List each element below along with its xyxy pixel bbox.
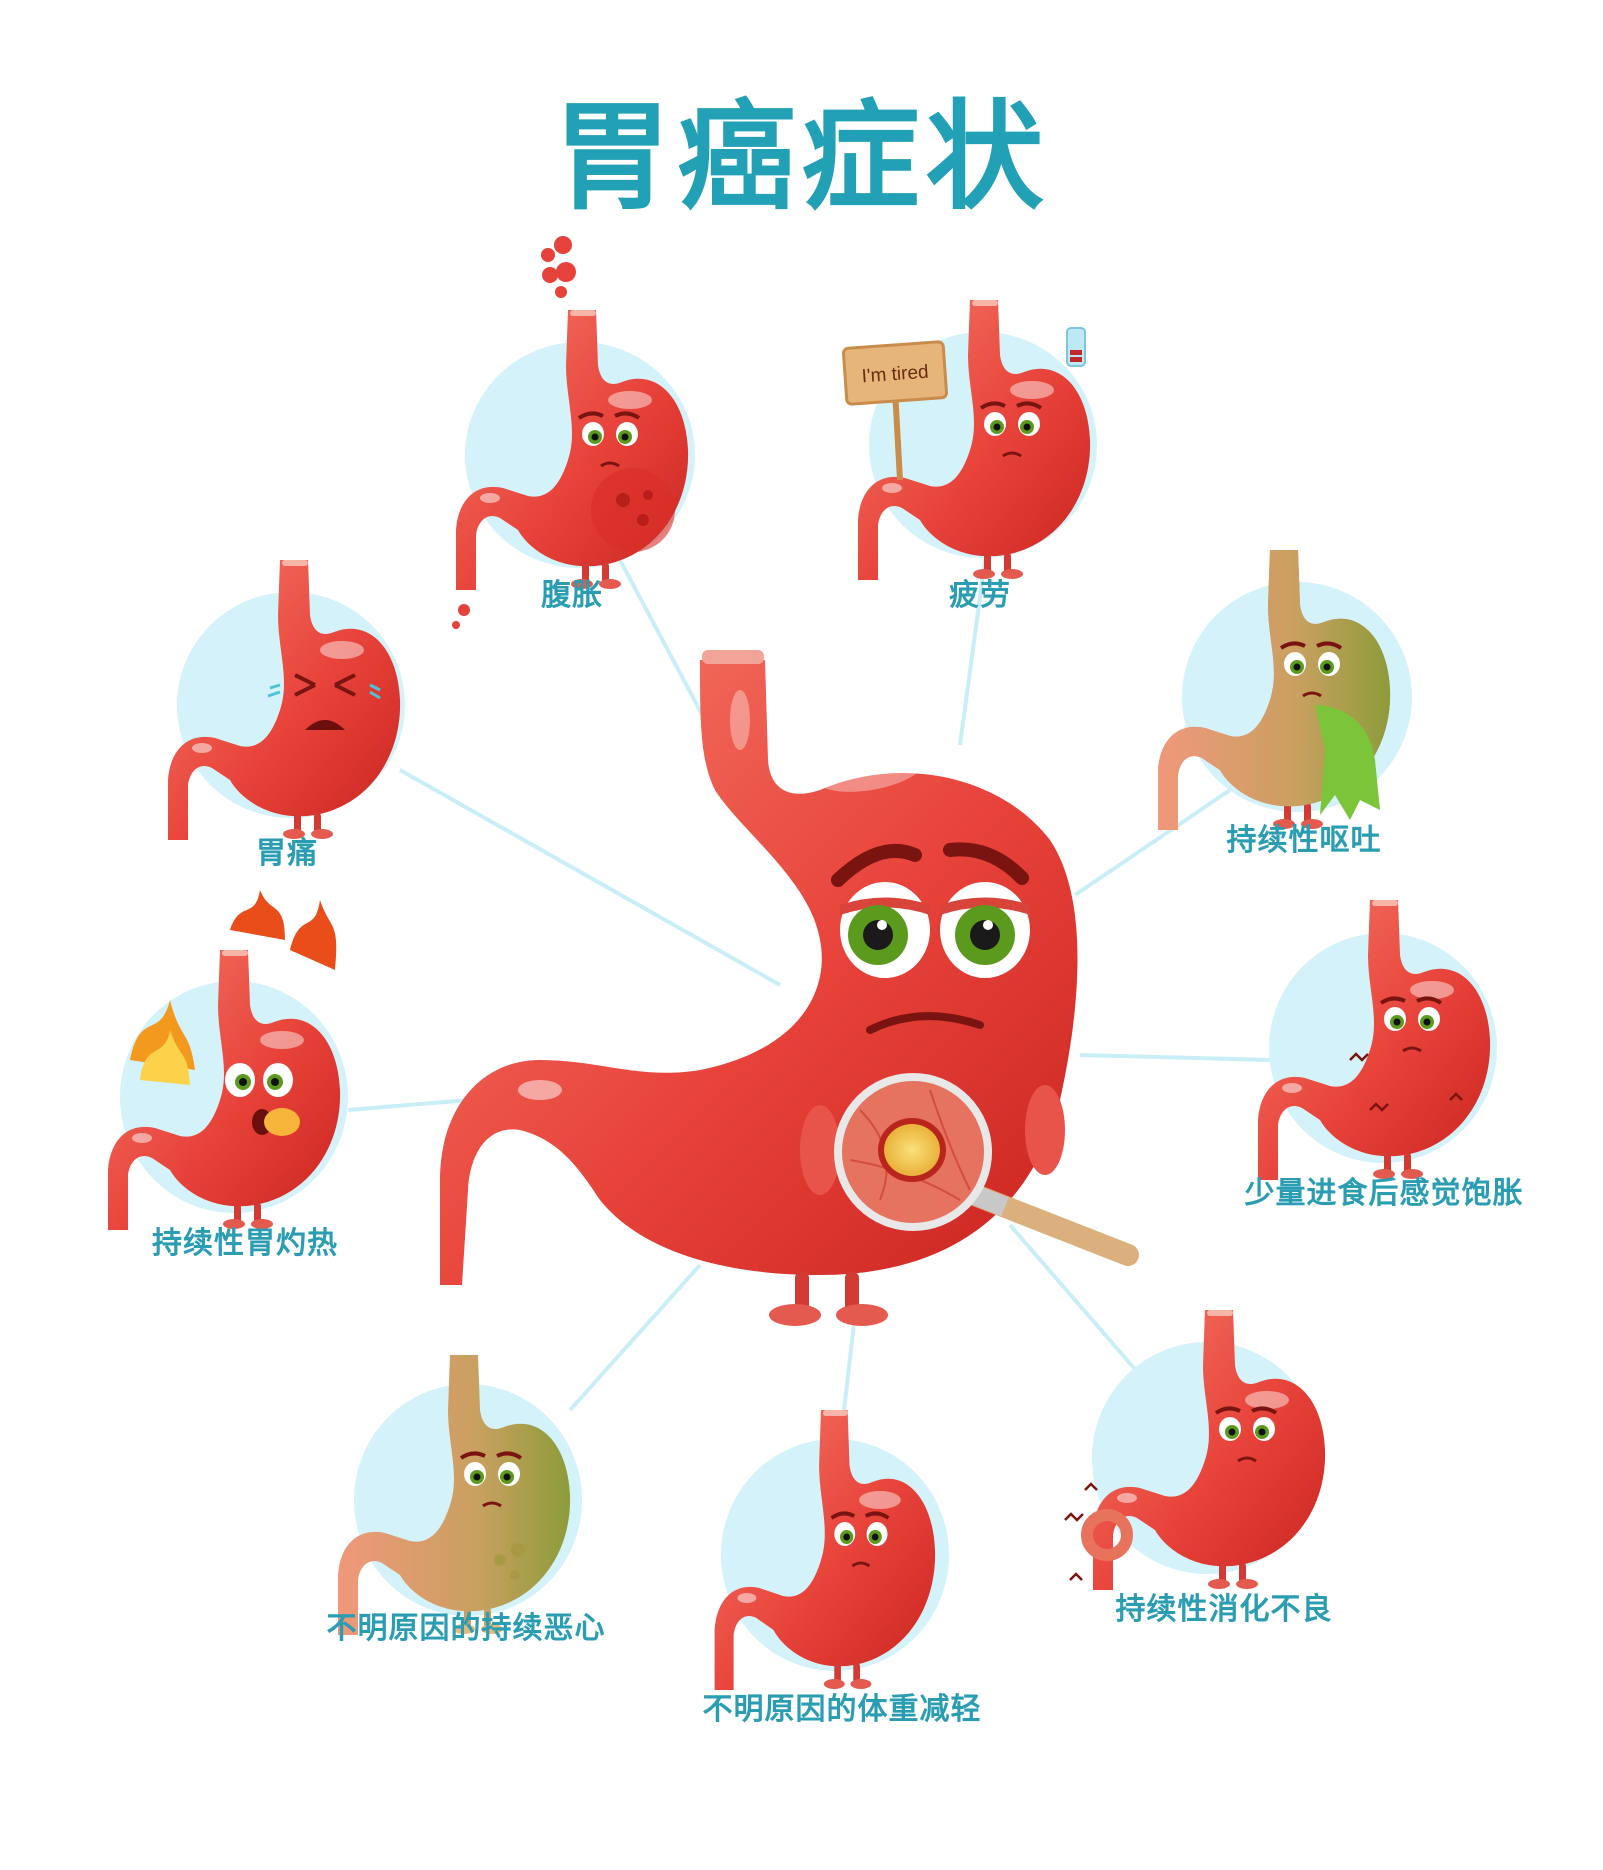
bloating-stomach-illustration bbox=[452, 236, 689, 629]
symptom-label-weight-loss: 不明原因的体重减轻 bbox=[702, 1692, 982, 1727]
heartburn-stomach-illustration bbox=[108, 890, 341, 1230]
stomach-pain-illustration bbox=[168, 560, 401, 840]
symptom-label-fatigue: 疲劳 bbox=[949, 578, 1011, 613]
symptom-label-vomiting: 持续性呕吐 bbox=[1226, 823, 1382, 858]
symptom-label-heartburn: 持续性胃灼热 bbox=[152, 1226, 338, 1261]
nausea-stomach-illustration bbox=[338, 1355, 571, 1635]
symptom-label-early-satiety: 少量进食后感觉饱胀 bbox=[1244, 1176, 1524, 1211]
symptom-label-indigestion: 持续性消化不良 bbox=[1115, 1592, 1333, 1627]
symptom-label-stomach-pain: 胃痛 bbox=[256, 836, 318, 871]
connector-lines bbox=[347, 559, 1271, 1446]
symptom-label-nausea: 不明原因的持续恶心 bbox=[326, 1611, 606, 1646]
fatigue-stomach-illustration: I'm tired bbox=[842, 300, 1091, 580]
early-satiety-stomach-illustration bbox=[1258, 900, 1491, 1180]
page-title: 胃癌症状 bbox=[553, 88, 1050, 226]
sign-text: I'm tired bbox=[861, 362, 929, 388]
central-stomach-illustration bbox=[440, 650, 1139, 1326]
symptom-label-bloating: 腹胀 bbox=[541, 578, 603, 613]
vomiting-stomach-illustration bbox=[1158, 550, 1391, 830]
indigestion-stomach-illustration bbox=[1064, 1310, 1326, 1590]
im-tired-sign: I'm tired bbox=[842, 340, 948, 406]
